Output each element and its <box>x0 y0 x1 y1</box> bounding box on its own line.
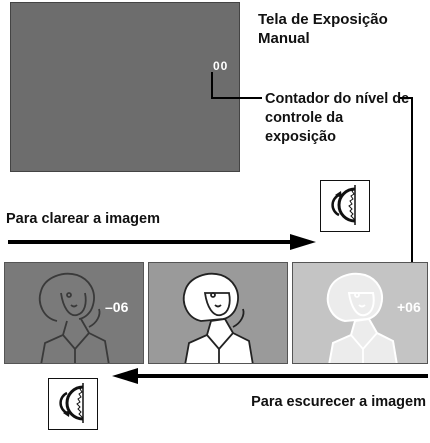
panel-value-plus: +06 <box>397 299 421 315</box>
darken-caption: Para escurecer a imagem <box>251 394 426 410</box>
exposure-counter: 00 <box>213 59 229 73</box>
exposure-panel-minus: –06 <box>4 262 144 364</box>
exposure-dial-icon <box>48 378 98 430</box>
screen-title: Tela de Exposição Manual <box>258 11 388 47</box>
manual-exposure-screen: 00 <box>10 2 240 172</box>
panel-value-minus: –06 <box>105 299 129 315</box>
woman-illustration <box>38 272 110 363</box>
exposure-dial-icon <box>320 180 370 232</box>
exposure-panel-plus: +06 <box>292 262 428 364</box>
woman-illustration <box>182 272 254 363</box>
counter-label: Contador do nível de controle da exposiç… <box>265 91 410 145</box>
brighten-caption: Para clarear a imagem <box>6 211 160 227</box>
woman-illustration <box>326 272 398 363</box>
exposure-panel-zero <box>148 262 288 364</box>
